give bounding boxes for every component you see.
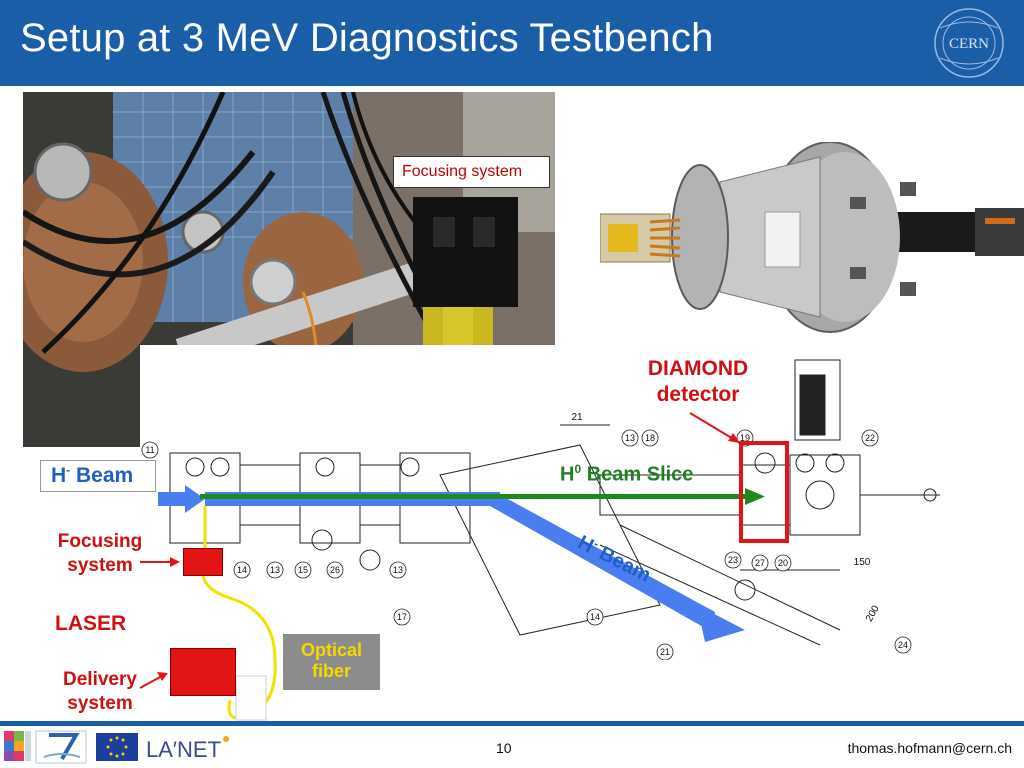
svg-text:13: 13	[625, 433, 635, 443]
h-minus-beam-diagonal	[490, 492, 715, 632]
svg-text:150: 150	[854, 557, 871, 568]
svg-text:17: 17	[397, 612, 407, 622]
footer-divider	[0, 721, 1024, 726]
svg-text:27: 27	[755, 558, 765, 568]
svg-text:13: 13	[393, 565, 403, 575]
svg-text:20: 20	[778, 558, 788, 568]
svg-text:21: 21	[571, 412, 583, 423]
diamond-detector-photo	[600, 142, 1024, 342]
svg-text:14: 14	[590, 612, 600, 622]
svg-text:15: 15	[298, 565, 308, 575]
page-number: 10	[496, 740, 512, 756]
svg-text:11: 11	[145, 445, 154, 455]
svg-text:26: 26	[330, 565, 340, 575]
h-minus-beam-arrow-in	[158, 485, 205, 513]
h0-beam-slice-line	[200, 494, 745, 499]
slide-title: Setup at 3 MeV Diagnostics Testbench	[20, 16, 714, 60]
focusing-system-callout: Focusing system	[393, 156, 550, 188]
delivery-pointer-arrow	[139, 675, 163, 689]
lanet-logo: LA′NET	[146, 736, 229, 762]
svg-text:22: 22	[865, 433, 875, 443]
diamond-detector-label: DIAMOND detector	[647, 357, 749, 406]
h-minus-beam-label: H- Beam	[40, 460, 156, 492]
cern-logo: CERN	[934, 8, 1004, 78]
svg-text:23: 23	[728, 555, 738, 565]
h0-beam-slice-label: H0 Beam Slice	[560, 462, 694, 486]
diamond-pointer-arrow	[689, 412, 736, 441]
fp7-logo	[35, 730, 87, 764]
svg-text:21: 21	[660, 647, 670, 657]
cern-logo-text: CERN	[949, 36, 989, 52]
laser-delivery-box	[170, 648, 236, 696]
svg-text:19: 19	[740, 433, 750, 443]
diamond-detector-highlight	[739, 441, 789, 543]
author-email: thomas.hofmann@cern.ch	[847, 740, 1012, 756]
laser-label: LASER	[55, 612, 127, 635]
focusing-system-label: Focusing system	[57, 531, 143, 576]
svg-text:14: 14	[237, 565, 247, 575]
marie-curie-logo	[4, 731, 31, 761]
h-minus-beam-arrow-out	[697, 605, 745, 642]
svg-text:18: 18	[645, 433, 655, 443]
delivery-system-label: Delivery system	[63, 669, 137, 714]
h0-beam-slice-arrow	[745, 488, 765, 505]
footer-logos: LA′NET	[4, 730, 229, 764]
slide-header: Setup at 3 MeV Diagnostics Testbench CER…	[0, 0, 1024, 86]
svg-text:13: 13	[270, 565, 280, 575]
focusing-system-box	[183, 548, 223, 576]
optical-fiber-label: Optical fiber	[283, 634, 380, 690]
svg-text:LA′NET: LA′NET	[146, 737, 221, 762]
eu-flag-logo	[96, 733, 138, 761]
svg-text:24: 24	[898, 640, 908, 650]
